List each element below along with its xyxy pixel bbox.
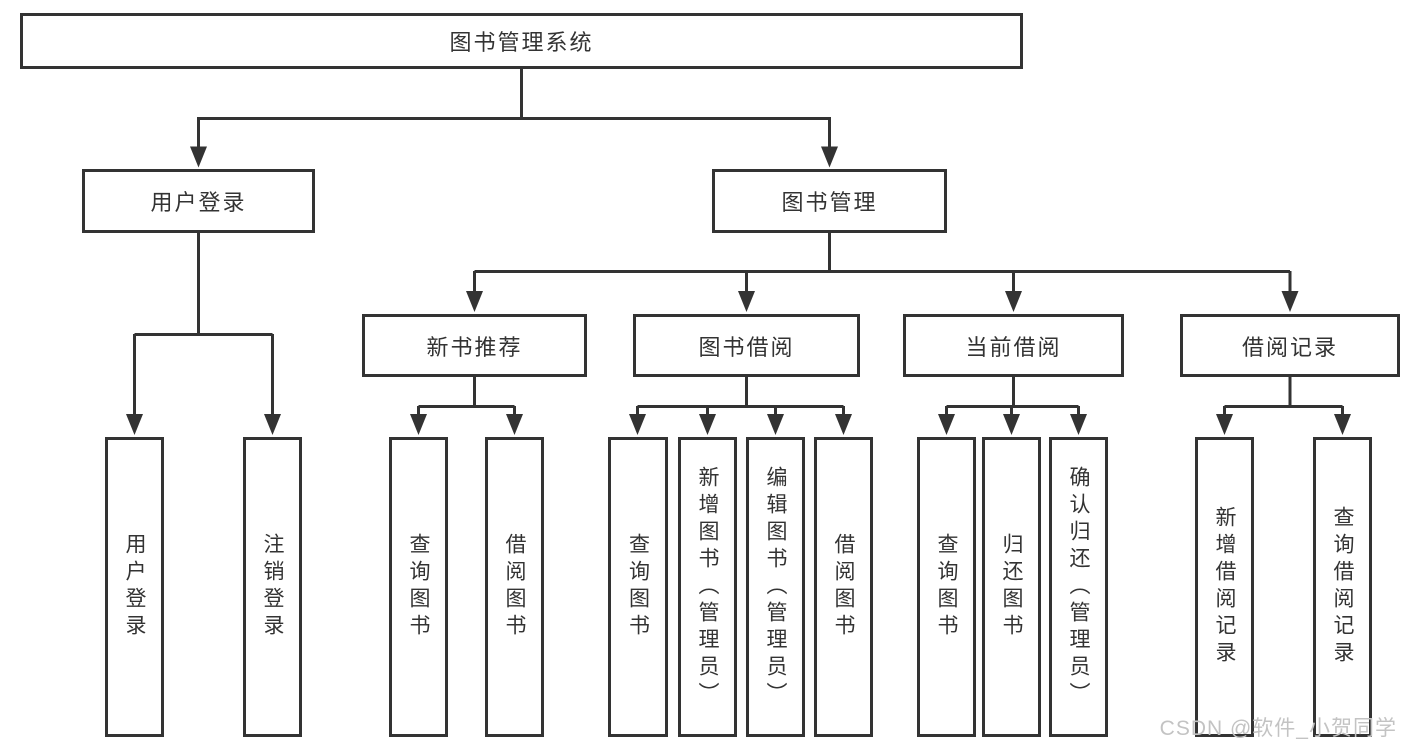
node-leaf-query-books-1: 查询图书 [389, 437, 448, 737]
connector-book-management-to-level3 [473, 231, 1292, 294]
node-leaf-query-books-2: 查询图书 [608, 437, 668, 737]
node-leaf-query-books-3: 查询图书 [917, 437, 976, 737]
node-user-login-label: 用户登录 [150, 190, 247, 215]
connector-current-borrow-to-leaves [945, 375, 1080, 418]
leaf-label: 借阅图书 [832, 533, 855, 641]
node-borrow-records: 借阅记录 [1180, 314, 1400, 377]
leaf-label: 查询图书 [626, 533, 650, 641]
node-current-borrow-label: 当前借阅 [965, 334, 1062, 360]
leaf-label: 用户登录 [123, 533, 146, 641]
node-new-book-recommend-label: 新书推荐 [426, 334, 523, 360]
leaf-label: 查询借阅记录 [1331, 506, 1354, 668]
leaf-label: 注销登录 [261, 533, 284, 641]
node-leaf-logout: 注销登录 [243, 437, 302, 737]
connector-borrow-records-to-leaves [1223, 375, 1344, 418]
leaf-label: 查询图书 [935, 533, 958, 641]
leaf-label: 借阅图书 [503, 533, 526, 641]
leaf-label: 查询图书 [407, 533, 430, 641]
node-current-borrow: 当前借阅 [903, 314, 1124, 377]
node-leaf-query-borrow-record: 查询借阅记录 [1313, 437, 1372, 737]
csdn-watermark: CSDN @软件_小贺同学 [1159, 717, 1397, 740]
node-root-label: 图书管理系统 [449, 30, 594, 55]
connector-new-book-to-leaves [417, 375, 516, 418]
node-leaf-user-login: 用户登录 [105, 437, 164, 737]
node-book-management-label: 图书管理 [781, 190, 878, 215]
leaf-label: 新增图书（管理员） [696, 465, 719, 709]
node-leaf-add-borrow-record: 新增借阅记录 [1195, 437, 1254, 737]
leaf-label: 归还图书 [1000, 533, 1023, 641]
leaf-label: 确认归还（管理员） [1067, 465, 1090, 709]
node-new-book-recommend: 新书推荐 [362, 314, 587, 377]
node-leaf-return-books: 归还图书 [982, 437, 1041, 737]
connector-user-login-to-leaves [133, 231, 274, 418]
node-leaf-borrow-books-2: 借阅图书 [814, 437, 873, 737]
node-leaf-edit-books-admin: 编辑图书（管理员） [746, 437, 805, 737]
node-leaf-add-books-admin: 新增图书（管理员） [678, 437, 737, 737]
node-root: 图书管理系统 [20, 13, 1023, 69]
node-leaf-borrow-books-1: 借阅图书 [485, 437, 544, 737]
node-user-login: 用户登录 [82, 169, 315, 233]
node-leaf-confirm-return-admin: 确认归还（管理员） [1049, 437, 1108, 737]
node-book-borrow: 图书借阅 [633, 314, 860, 377]
node-borrow-records-label: 借阅记录 [1241, 334, 1338, 360]
connector-root-to-level2 [197, 67, 831, 150]
leaf-label: 新增借阅记录 [1213, 506, 1236, 668]
connector-book-borrow-to-leaves [636, 375, 845, 418]
node-book-borrow-label: 图书借阅 [698, 334, 795, 360]
node-book-management: 图书管理 [712, 169, 947, 233]
leaf-label: 编辑图书（管理员） [764, 465, 787, 709]
